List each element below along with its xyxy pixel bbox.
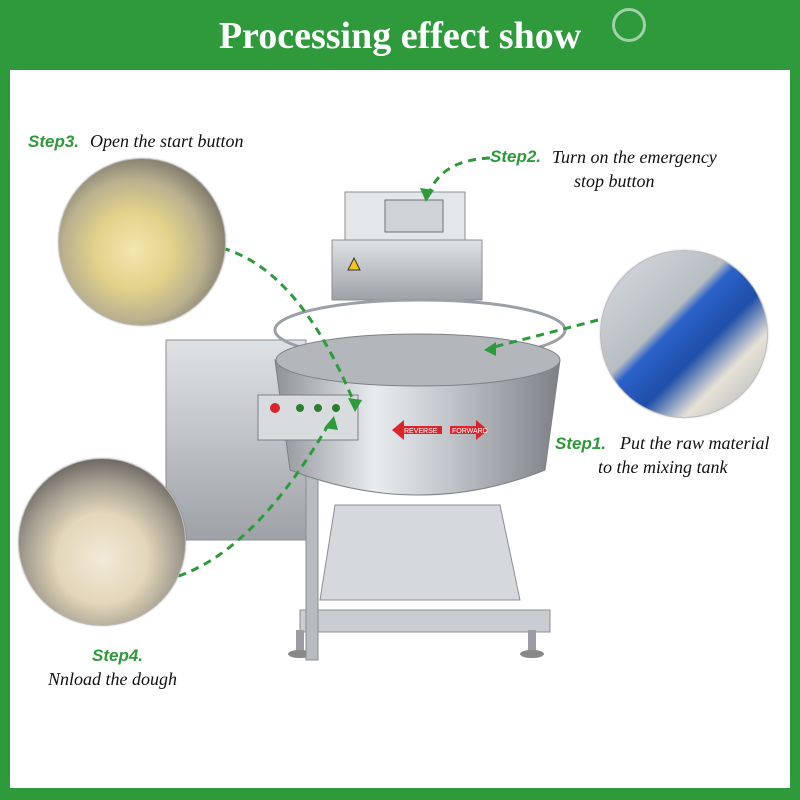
reverse-label: REVERSE bbox=[404, 428, 438, 435]
bowl-rim bbox=[275, 333, 561, 387]
arrowhead-step2-icon bbox=[420, 188, 434, 202]
step2-label: Step2. bbox=[490, 147, 542, 166]
button-icon bbox=[314, 404, 322, 412]
arrow-step3 bbox=[221, 246, 357, 406]
forward-arrow-icon bbox=[450, 420, 488, 440]
step4-photo bbox=[18, 458, 186, 626]
arrowhead-step1-icon bbox=[484, 342, 496, 356]
arrowhead-step4-icon bbox=[324, 416, 338, 430]
step1-text-line1: Put the raw material bbox=[620, 433, 770, 453]
step3-photo bbox=[58, 158, 226, 326]
machine-base bbox=[319, 504, 521, 601]
page-title: Processing effect show bbox=[218, 15, 582, 57]
start-button-icon bbox=[296, 404, 304, 412]
leg-left bbox=[296, 630, 304, 652]
step4-text: Nnload the dough bbox=[48, 669, 177, 689]
step1-photo bbox=[600, 250, 768, 418]
leg-right bbox=[528, 630, 536, 652]
emergency-stop-button-icon bbox=[270, 403, 280, 413]
arrow-step4 bbox=[164, 421, 332, 582]
warning-sign-icon bbox=[347, 256, 361, 271]
base-frame bbox=[299, 609, 551, 633]
step3-text: Open the start button bbox=[90, 131, 244, 151]
arrow-step2 bbox=[426, 156, 491, 197]
foot-right bbox=[520, 650, 544, 658]
control-display bbox=[384, 199, 444, 233]
step1-label: Step1. bbox=[555, 434, 607, 453]
forward-label: FORWARD bbox=[452, 428, 488, 435]
arrow-step1 bbox=[489, 318, 599, 350]
step2-text-line2: stop button bbox=[574, 171, 655, 191]
step4-label: Step4. bbox=[92, 646, 144, 665]
button-icon bbox=[332, 404, 340, 412]
step2-text-line1: Turn on the emergency bbox=[552, 147, 717, 167]
control-box bbox=[257, 394, 359, 441]
step1-text-line2: to the mixing tank bbox=[598, 457, 728, 477]
reverse-arrow-icon bbox=[392, 420, 442, 440]
arrowhead-step3-icon bbox=[348, 398, 362, 412]
watermark-logo-icon bbox=[612, 8, 646, 42]
step3-label: Step3. bbox=[28, 132, 80, 151]
